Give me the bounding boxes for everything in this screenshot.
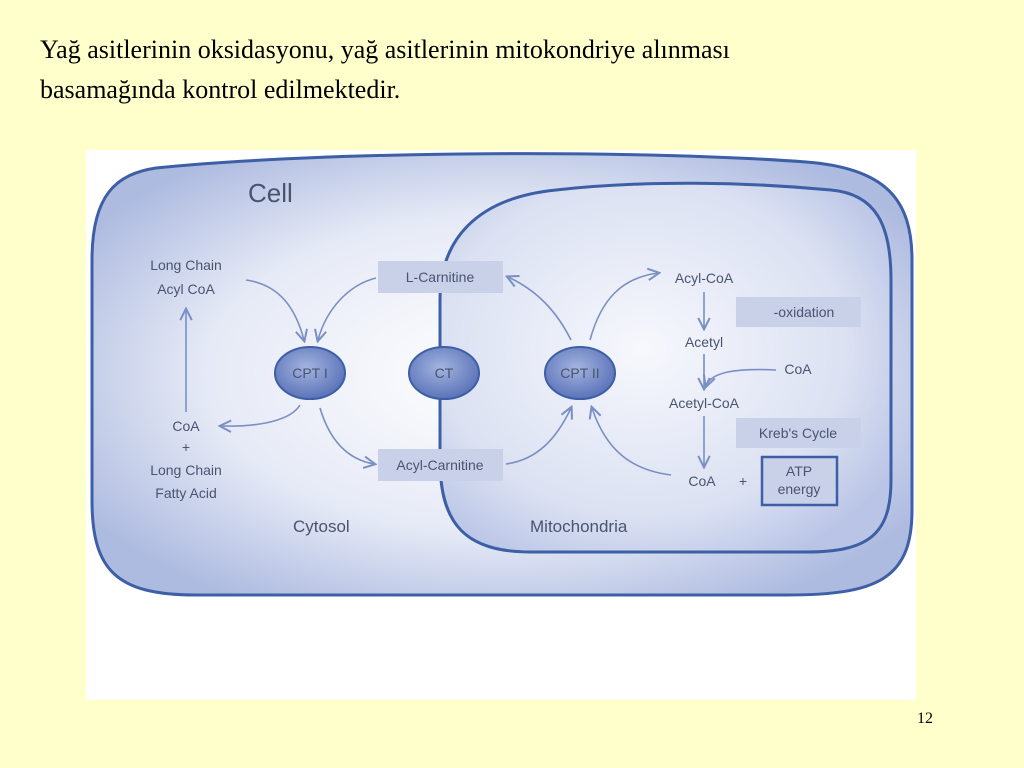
l-carnitine-box <box>378 261 503 293</box>
atp-box <box>760 455 839 507</box>
arrow-cpt2-to-l-carnitine <box>508 277 572 341</box>
beta-oxidation-label: -oxidation <box>774 304 835 320</box>
beta-oxidation-box <box>736 297 861 327</box>
ct-label: CT <box>435 365 454 381</box>
coa-fatty-acid-line-1: CoA <box>172 418 200 434</box>
cpt1-enzyme <box>274 346 346 400</box>
acetyl-label: Acetyl <box>685 334 723 350</box>
cpt2-enzyme <box>544 346 616 400</box>
slide-text-line-2: basamağında kontrol edilmektedir. <box>40 75 401 104</box>
diagram-canvas: Cell Cytosol Mitochondria Long Chain Acy… <box>90 152 914 597</box>
arrow-acyl-carnitine-to-cpt2 <box>505 408 571 465</box>
atp-line-2: energy <box>778 481 821 497</box>
long-chain-acyl-coa-line-1: Long Chain <box>150 257 222 273</box>
arrow-coa-joins <box>706 368 777 386</box>
cpt1-label: CPT I <box>292 365 328 381</box>
page-number: 12 <box>917 710 933 727</box>
cpt2-label: CPT II <box>560 365 599 381</box>
atp-line-1: ATP <box>786 463 812 479</box>
slide-text: Yağ asitlerinin oksidasyonu, yağ asitler… <box>40 30 1000 110</box>
acetyl-coa-label: Acetyl-CoA <box>669 395 740 411</box>
coa-input-label: CoA <box>784 361 812 377</box>
krebs-cycle-label: Kreb's Cycle <box>759 425 837 441</box>
acyl-carnitine-box <box>378 449 503 481</box>
krebs-cycle-box <box>736 418 861 448</box>
arrow-acyl-coa-to-cpt1 <box>245 279 304 340</box>
arrow-cpt2-to-acyl-coa <box>589 273 658 341</box>
coa-fatty-acid-line-4: Fatty Acid <box>155 485 216 501</box>
cytosol-label: Cytosol <box>293 517 350 536</box>
cell-label: Cell <box>248 178 293 208</box>
carnitine-shuttle-diagram: Cell Cytosol Mitochondria Long Chain Acy… <box>86 150 916 700</box>
mitochondria-label: Mitochondria <box>530 517 628 536</box>
arrow-cpt1-to-acyl-carnitine <box>319 407 374 464</box>
arrow-cpt1-to-coa <box>221 404 301 426</box>
coa-fatty-acid-line-2: + <box>182 439 190 455</box>
plus-sign: + <box>739 473 747 489</box>
coa-output-label: CoA <box>688 473 716 489</box>
acyl-carnitine-label: Acyl-Carnitine <box>396 457 483 473</box>
acyl-coa-label: Acyl-CoA <box>675 270 734 286</box>
ct-transporter <box>408 346 480 400</box>
slide-text-line-1: Yağ asitlerinin oksidasyonu, yağ asitler… <box>40 35 730 64</box>
l-carnitine-label: L-Carnitine <box>406 269 475 285</box>
arrow-l-carnitine-to-cpt1 <box>318 277 377 340</box>
coa-fatty-acid-line-3: Long Chain <box>150 462 222 478</box>
arrow-coa-to-cpt2 <box>592 408 672 476</box>
long-chain-acyl-coa-line-2: Acyl CoA <box>157 281 215 297</box>
